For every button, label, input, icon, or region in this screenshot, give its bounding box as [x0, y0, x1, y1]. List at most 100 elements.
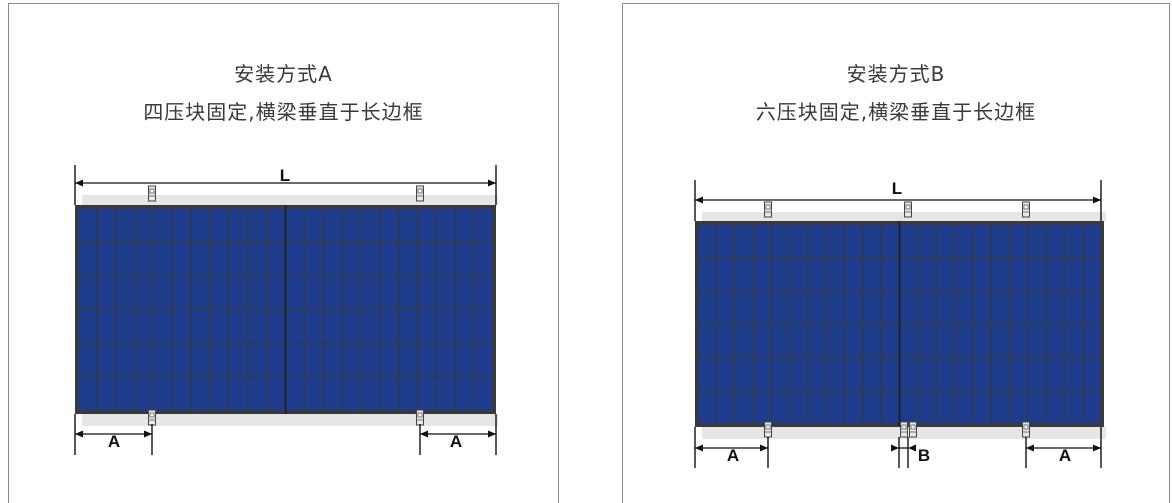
solar-cell [936, 291, 954, 324]
solar-cell [399, 276, 417, 309]
solar-cell [210, 276, 229, 309]
clamp-body [909, 421, 917, 438]
solar-cell [418, 377, 436, 411]
solar-cell [361, 310, 380, 343]
solar-cell [135, 343, 153, 377]
solar-cell [380, 208, 399, 242]
solar-cell [229, 276, 248, 309]
solar-cell [1046, 324, 1064, 357]
solar-cell [286, 377, 304, 411]
dim-label-length: L [280, 166, 290, 185]
solar-cell [753, 224, 771, 257]
solar-cell [229, 242, 248, 276]
clamp-body [1022, 421, 1030, 438]
solar-cell [78, 343, 97, 377]
method-a-subtitle: 四压块固定,横梁垂直于长边框 [143, 100, 424, 124]
solar-cell [753, 357, 771, 391]
clamp-bolt [765, 204, 771, 210]
solar-cell [116, 208, 134, 242]
solar-cell [900, 291, 918, 324]
solar-cell [735, 357, 753, 391]
solar-cell [210, 310, 229, 343]
solar-cell [399, 208, 417, 242]
solar-cell [474, 242, 493, 276]
dim-label-edge-left: A [108, 432, 120, 451]
solar-cell [826, 357, 844, 391]
solar-cell [418, 208, 436, 242]
solar-cell [1083, 257, 1101, 291]
clamp-bolt [901, 424, 907, 430]
solar-cell [210, 242, 229, 276]
solar-cell [991, 391, 1009, 424]
solar-cell [154, 377, 172, 411]
solar-cell [116, 377, 134, 411]
arrowhead [891, 444, 899, 452]
clamp-bolt [149, 188, 155, 194]
installation-method-a-card: 安装方式A 四压块固定,横梁垂直于长边框 L A A [8, 3, 559, 503]
solar-cell [973, 391, 991, 424]
solar-cell [210, 208, 229, 242]
solar-cell [881, 224, 899, 257]
solar-cell [936, 391, 954, 424]
solar-cell [474, 310, 493, 343]
solar-cell [991, 257, 1009, 291]
solar-cell [380, 242, 399, 276]
solar-cell [361, 343, 380, 377]
solar-cell [790, 391, 808, 424]
solar-cell [323, 377, 342, 411]
solar-cell [918, 357, 936, 391]
solar-cell [342, 242, 361, 276]
solar-cell [826, 224, 844, 257]
solar-cell [267, 276, 285, 309]
solar-cell [900, 224, 918, 257]
solar-cell [881, 357, 899, 391]
solar-cell [716, 357, 735, 391]
solar-cell [361, 208, 380, 242]
solar-cell [474, 377, 493, 411]
solar-cell [845, 357, 863, 391]
solar-cell [97, 208, 116, 242]
solar-cell [172, 242, 191, 276]
solar-cell [455, 343, 474, 377]
solar-cell [437, 310, 455, 343]
solar-cell [955, 291, 973, 324]
solar-cell [437, 276, 455, 309]
solar-cell [845, 224, 863, 257]
solar-cell [418, 343, 436, 377]
solar-cell [826, 257, 844, 291]
solar-cell [286, 343, 304, 377]
solar-cell [286, 276, 304, 309]
solar-cell [808, 257, 826, 291]
solar-cell [399, 343, 417, 377]
dimension-lines [694, 180, 1102, 468]
clamp-bolt [910, 424, 916, 430]
solar-cell [735, 291, 753, 324]
solar-cell [97, 343, 116, 377]
solar-cell [116, 242, 134, 276]
method-b-diagram: L A B A [694, 179, 1106, 468]
solar-cell [790, 257, 808, 291]
solar-cell [808, 324, 826, 357]
solar-cell [808, 391, 826, 424]
method-a-title: 安装方式A [234, 62, 333, 86]
solar-cell [753, 391, 771, 424]
solar-cell [267, 343, 285, 377]
solar-cell [863, 324, 881, 357]
solar-cell [1083, 357, 1101, 391]
solar-cell [78, 377, 97, 411]
solar-cell [826, 391, 844, 424]
solar-cell [267, 310, 285, 343]
solar-panel [695, 221, 1104, 427]
clamp-bolt [765, 424, 771, 430]
solar-cell [955, 324, 973, 357]
solar-cell [1010, 324, 1028, 357]
solar-cell [361, 242, 380, 276]
solar-cell [361, 377, 380, 411]
solar-cell [116, 310, 134, 343]
solar-cell [210, 343, 229, 377]
solar-cell [154, 310, 172, 343]
solar-cell [973, 357, 991, 391]
arrowhead [144, 430, 152, 438]
mounting-rail [82, 414, 498, 426]
solar-cell [1010, 291, 1028, 324]
